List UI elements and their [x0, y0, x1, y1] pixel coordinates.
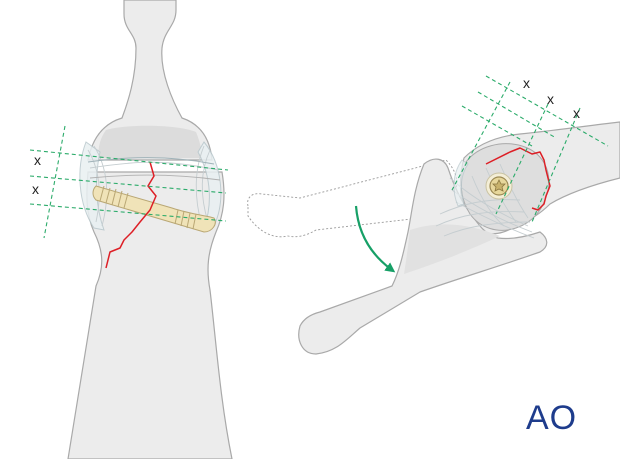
left-lower-phalanx [67, 171, 233, 459]
left-joint-line [87, 157, 215, 165]
right-dimension-mark-2: x [547, 91, 554, 107]
flexion-arrow [354, 205, 396, 273]
right-lower-phalanx-shade [404, 224, 500, 274]
right-fracture-line [485, 147, 551, 211]
ao-logo: AO [526, 399, 577, 437]
right-dimension-mark-3: x [573, 105, 580, 121]
left-dimension-guides [29, 125, 229, 239]
left-dimension-mark-2: x [32, 181, 39, 197]
right-dimension-mark-1: x [523, 75, 530, 91]
ao-logo-text: AO [526, 399, 577, 437]
left-fracture-line [105, 161, 157, 269]
right-capsule-edge [453, 159, 469, 207]
left-finger-view: x x [29, 0, 233, 459]
left-dimension-mark-1: x [34, 152, 41, 168]
left-lag-screw [92, 185, 216, 233]
right-screw-head [485, 172, 513, 200]
left-condyle-shade [98, 125, 202, 158]
right-dimension-guides [451, 75, 609, 223]
right-finger-view: x x x [247, 75, 620, 355]
